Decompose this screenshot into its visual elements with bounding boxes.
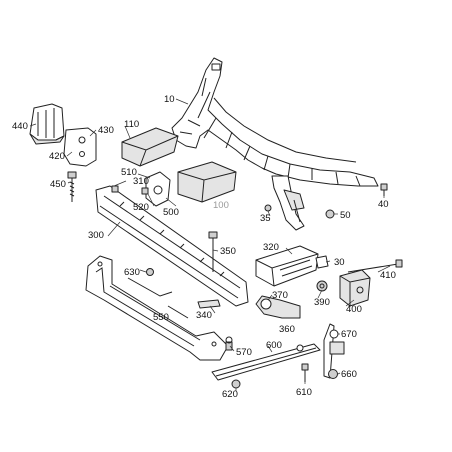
bumper-beam-300 xyxy=(95,185,249,307)
screw-620 xyxy=(231,379,241,389)
fastener-390 xyxy=(316,280,328,292)
front-carrier-part xyxy=(171,57,379,231)
strut-660 xyxy=(323,323,345,379)
bolt-570 xyxy=(225,336,233,351)
callout-670: 670 xyxy=(341,329,357,340)
callout-labels: 10 30 35 40 50 100 110 300 310 320 340 3… xyxy=(12,94,396,400)
screw-410 xyxy=(347,259,403,273)
clip-30 xyxy=(315,255,329,269)
callout-100: 100 xyxy=(213,200,229,211)
clip-340 xyxy=(197,299,221,309)
callout-30: 30 xyxy=(334,257,345,268)
callout-320: 320 xyxy=(263,242,279,253)
callout-520: 520 xyxy=(133,202,149,213)
stud-350 xyxy=(208,231,218,272)
nut-520 xyxy=(141,187,149,195)
mount-bracket-440 xyxy=(29,103,65,145)
callout-350: 350 xyxy=(220,246,236,257)
callout-360: 360 xyxy=(279,324,295,335)
cover-100 xyxy=(177,161,237,203)
screw-610 xyxy=(301,363,309,382)
foam-block-110 xyxy=(121,127,179,167)
callout-35: 35 xyxy=(260,213,271,224)
cross-rail-600 xyxy=(211,343,321,381)
callout-660: 660 xyxy=(341,369,357,380)
callout-570: 570 xyxy=(236,347,252,358)
callout-110: 110 xyxy=(124,119,139,130)
callout-600: 600 xyxy=(266,340,282,351)
callout-610: 610 xyxy=(296,387,312,398)
callout-410: 410 xyxy=(380,270,396,281)
callout-310: 310 xyxy=(133,176,149,187)
callout-630: 630 xyxy=(124,267,140,278)
bracket-320 xyxy=(255,245,319,287)
callout-620: 620 xyxy=(222,389,238,400)
nut-630 xyxy=(146,268,154,276)
bolt-40 xyxy=(380,183,388,196)
callout-10: 10 xyxy=(164,94,175,105)
mount-bracket-430 xyxy=(63,127,97,167)
screw-35 xyxy=(264,204,272,212)
callout-500: 500 xyxy=(163,207,179,218)
callout-550: 550 xyxy=(153,312,169,323)
leader-lines xyxy=(29,98,391,391)
callout-440: 440 xyxy=(12,121,28,132)
callout-430: 430 xyxy=(98,125,114,136)
clip-310 xyxy=(111,185,119,193)
holder-400 xyxy=(339,269,371,307)
callout-50: 50 xyxy=(340,210,351,221)
callout-390: 390 xyxy=(314,297,330,308)
callout-510: 510 xyxy=(121,167,137,178)
nut-50 xyxy=(325,209,335,219)
callout-370: 370 xyxy=(272,290,288,301)
callout-420: 420 xyxy=(49,151,65,162)
callout-450: 450 xyxy=(50,179,66,190)
callout-340: 340 xyxy=(196,310,212,321)
callout-40: 40 xyxy=(378,199,389,210)
bracket-360 xyxy=(255,295,301,319)
callout-300: 300 xyxy=(88,230,104,241)
screw-450 xyxy=(67,171,77,202)
callout-400: 400 xyxy=(346,304,362,315)
bracket-500 xyxy=(145,171,177,207)
